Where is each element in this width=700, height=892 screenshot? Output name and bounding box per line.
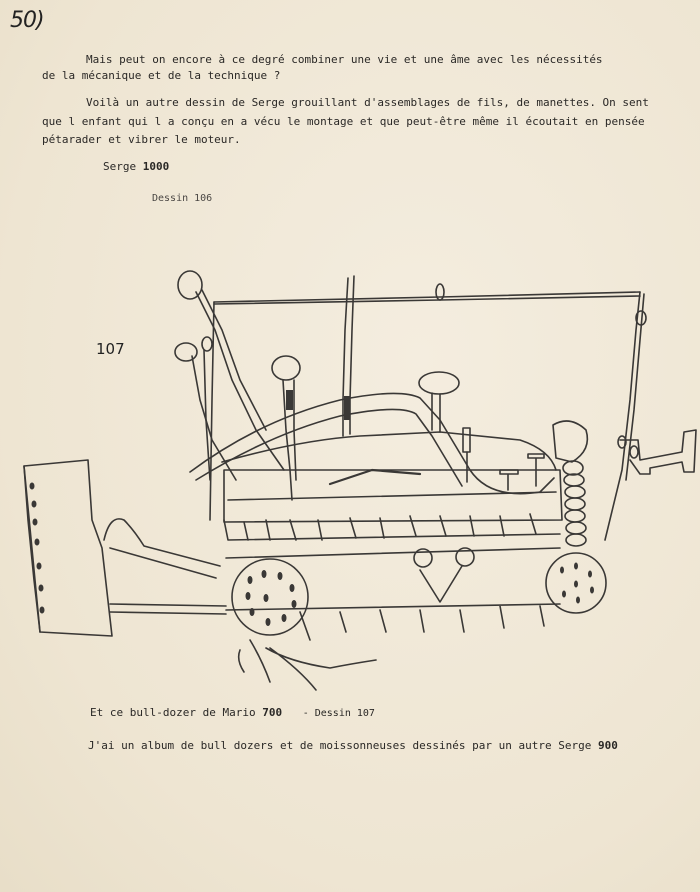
front-wheel bbox=[231, 558, 309, 636]
serge-number: 1000 bbox=[142, 160, 170, 173]
paragraph2-line3: pétarader et vibrer le moteur. bbox=[42, 133, 241, 146]
cab-left-post bbox=[209, 301, 215, 521]
track-frame bbox=[225, 547, 561, 641]
paragraph2-line2: que l enfant qui l a conçu en a vécu le … bbox=[42, 115, 645, 128]
paragraph2-line1: Voilà un autre dessin de Serge grouillan… bbox=[86, 96, 649, 109]
drawing-number-label: 107 bbox=[96, 340, 125, 358]
caption-number: 700 bbox=[262, 706, 283, 719]
engine-body bbox=[223, 469, 563, 523]
dessin-106-label: Dessin 106 bbox=[152, 193, 213, 204]
album-number: 900 bbox=[597, 739, 618, 752]
exhaust-pipe bbox=[342, 277, 349, 437]
bulldozer-blade bbox=[23, 459, 113, 637]
rear-hook bbox=[619, 429, 697, 475]
steering-knob bbox=[418, 371, 460, 395]
lever-knob-3 bbox=[271, 355, 301, 381]
album-text: J'ai un album de bull dozers et de moiss… bbox=[88, 739, 592, 752]
page-number: 50) bbox=[10, 8, 45, 33]
wires bbox=[189, 392, 555, 495]
blade-arm bbox=[103, 518, 221, 567]
lamp bbox=[552, 420, 589, 463]
caption-dessin: - Dessin 107 bbox=[302, 708, 375, 719]
serge-heading: Serge 1000 bbox=[103, 160, 169, 174]
rear-wheel bbox=[545, 552, 607, 614]
lever-knob-2 bbox=[174, 342, 198, 362]
caption-text: Et ce bull-dozer de Mario bbox=[90, 706, 256, 719]
lever-knob-1 bbox=[177, 270, 203, 300]
paragraph1-line2: de la mécanique et de la technique ? bbox=[42, 69, 281, 82]
album-line: J'ai un album de bull dozers et de moiss… bbox=[88, 739, 618, 753]
serge-label: Serge bbox=[103, 160, 137, 173]
roof-bar bbox=[213, 291, 641, 303]
drawing-caption: Et ce bull-dozer de Mario 700 - Dessin 1… bbox=[90, 706, 375, 721]
cab-right-post bbox=[604, 291, 641, 541]
paragraph1-line1: Mais peut on encore à ce degré combiner … bbox=[86, 53, 603, 66]
